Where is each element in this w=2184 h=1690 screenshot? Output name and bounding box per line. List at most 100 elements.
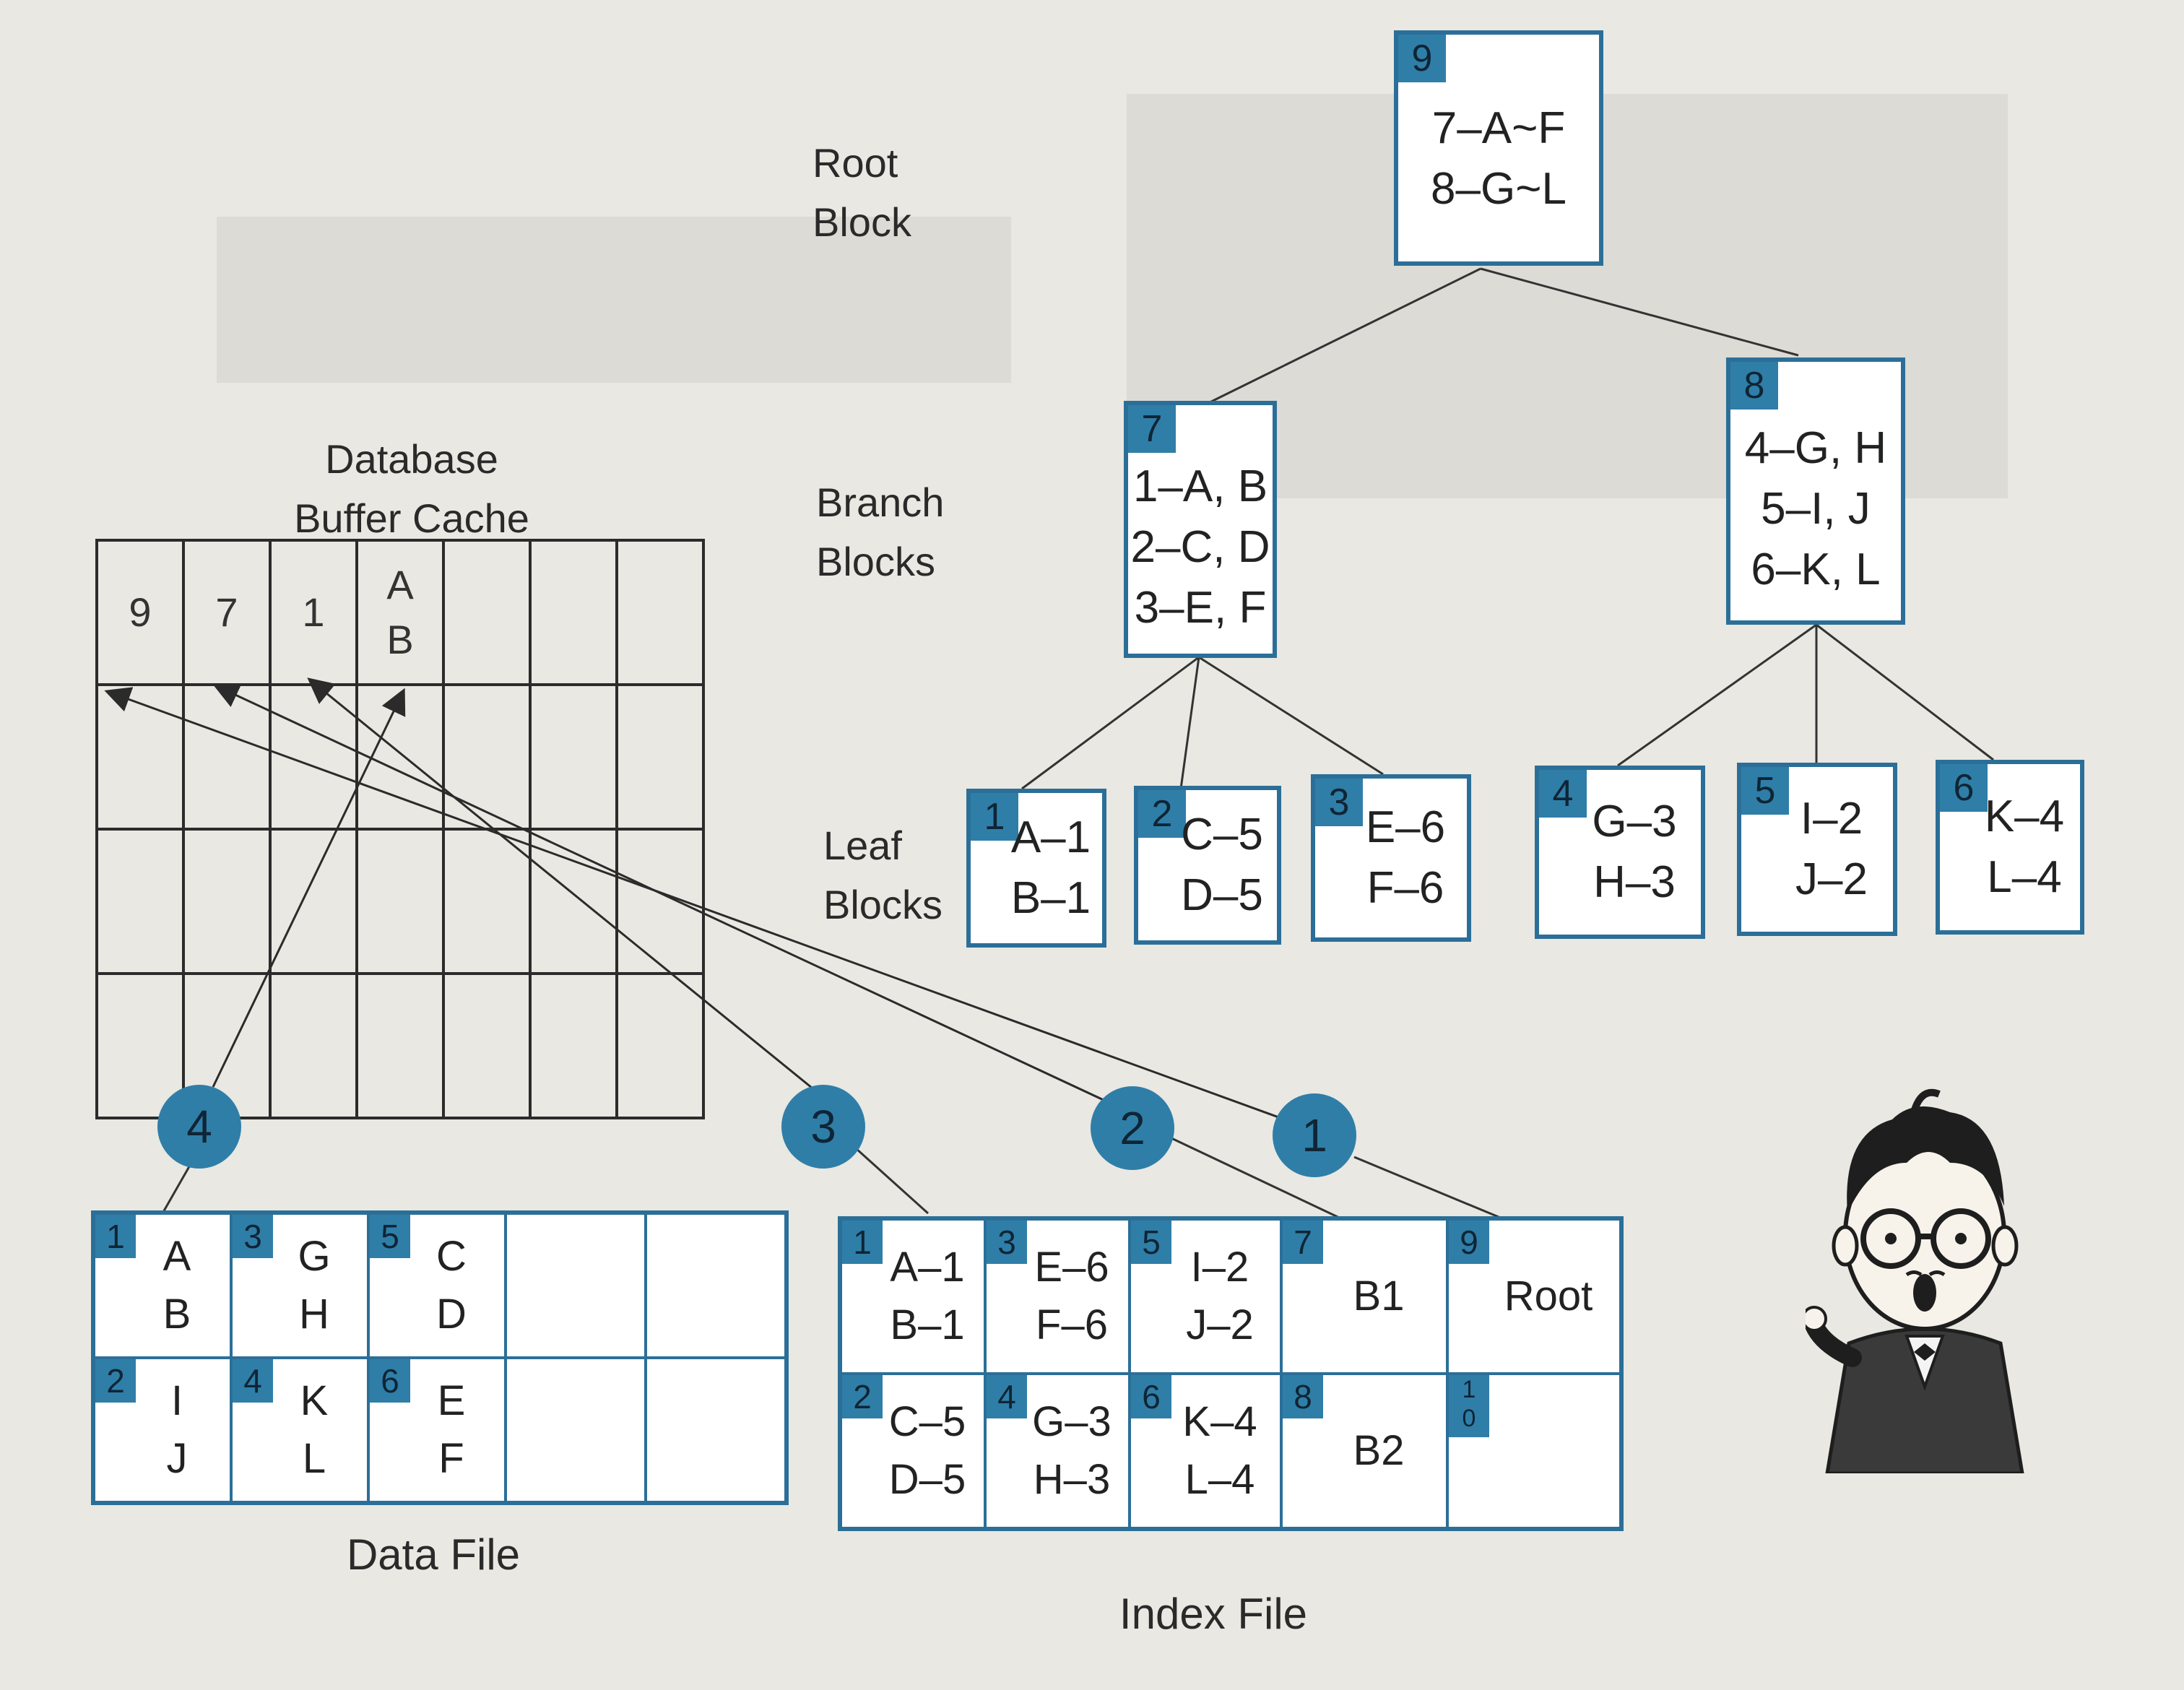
buffer-cache-grid: 9 7 1 A B xyxy=(95,539,705,1119)
cache-cell xyxy=(617,685,703,829)
data-file-cell xyxy=(646,1213,786,1358)
block-number-badge: 1 xyxy=(95,1215,136,1258)
branch-block-8: 8 4–G, H 5–I, J 6–K, L xyxy=(1726,358,1905,625)
leaf-entry: B–1 xyxy=(1011,868,1091,929)
leaf-entry: A–1 xyxy=(1011,807,1091,868)
cache-cell xyxy=(530,540,617,685)
block-number-badge: 4 xyxy=(987,1375,1027,1418)
edge-branch8-leaf4 xyxy=(1618,625,1816,766)
leaf-entry: I–2 xyxy=(1800,789,1863,849)
data-file-cell xyxy=(506,1213,646,1358)
index-file-title: Index File xyxy=(1069,1589,1358,1639)
leaf-block-3: 3 E–6 F–6 xyxy=(1311,774,1471,942)
leaf-entry: G–3 xyxy=(1592,792,1676,852)
leaf-block-5: 5 I–2 J–2 xyxy=(1737,763,1897,936)
cache-cell xyxy=(183,685,270,829)
edge-branch7-leaf3 xyxy=(1199,657,1383,774)
block-number-badge: 2 xyxy=(95,1359,136,1403)
data-file-cell xyxy=(506,1358,646,1503)
leaf-entry: K–4 xyxy=(1985,786,2064,847)
cache-cell xyxy=(617,829,703,974)
root-entry: 7–A~F xyxy=(1432,98,1565,159)
block-number-badge: 8 xyxy=(1283,1375,1323,1418)
edge-root-branch8 xyxy=(1481,269,1798,355)
block-number-badge: 7 xyxy=(1283,1221,1323,1264)
cache-cell xyxy=(443,974,530,1118)
line-step4-data xyxy=(162,1163,191,1213)
cache-cell: 1 xyxy=(270,540,357,685)
cache-cell xyxy=(357,974,443,1118)
edge-root-branch7 xyxy=(1202,269,1481,406)
data-file-cell: 3 GH xyxy=(231,1213,368,1358)
step-2-circle: 2 xyxy=(1091,1086,1174,1170)
block-number-badge: 2 xyxy=(842,1375,883,1418)
edge-branch7-leaf1 xyxy=(1022,657,1199,789)
branch-block-7: 7 1–A, B 2–C, D 3–E, F xyxy=(1124,401,1277,658)
index-file-cell: 7 B1 xyxy=(1281,1218,1447,1374)
leaf-entry: J–2 xyxy=(1795,849,1868,910)
block-number-badge: 6 xyxy=(1131,1375,1171,1418)
block-number-badge: 5 xyxy=(1131,1221,1171,1264)
index-file-cell: 9 Root xyxy=(1447,1218,1621,1374)
branch-entry: 5–I, J xyxy=(1761,479,1871,540)
cache-cell xyxy=(270,829,357,974)
leaf-entry: D–5 xyxy=(1181,865,1263,926)
leaf-entry: L–4 xyxy=(1987,847,2061,908)
block-number-badge: 1 xyxy=(842,1221,883,1264)
block-number-badge: 4 xyxy=(233,1359,273,1403)
cache-cell: 9 xyxy=(97,540,183,685)
cache-cell xyxy=(530,685,617,829)
line-step3-leaf xyxy=(856,1148,928,1213)
cache-cell xyxy=(443,685,530,829)
block-number-badge: 3 xyxy=(233,1215,273,1258)
cache-cell xyxy=(97,685,183,829)
block-number-badge: 5 xyxy=(370,1215,410,1258)
cache-cell xyxy=(443,540,530,685)
step-1-circle: 1 xyxy=(1273,1093,1356,1177)
leaf-block-4: 4 G–3 H–3 xyxy=(1535,766,1705,939)
leaf-entry: E–6 xyxy=(1366,797,1445,858)
step-4-circle: 4 xyxy=(157,1085,241,1169)
presenter-illustration xyxy=(1806,1083,2044,1473)
leaf-block-1: 1 A–1 B–1 xyxy=(966,789,1106,948)
leaf-blocks-label: Leaf Blocks xyxy=(823,816,942,935)
leaf-block-6: 6 K–4 L–4 xyxy=(1936,760,2084,935)
cache-cell: A B xyxy=(357,540,443,685)
branch-entry: 4–G, H xyxy=(1745,418,1886,479)
cache-cell xyxy=(97,829,183,974)
index-file-cell: 8 B2 xyxy=(1281,1374,1447,1529)
block-number-badge: 3 xyxy=(987,1221,1027,1264)
edge-branch7-leaf2 xyxy=(1181,657,1199,789)
root-block: 9 7–A~F 8–G~L xyxy=(1394,30,1603,266)
cache-cell xyxy=(530,974,617,1118)
data-file-cell xyxy=(646,1358,786,1503)
step-3-circle: 3 xyxy=(781,1085,865,1169)
cache-cell xyxy=(270,685,357,829)
leaf-entry: H–3 xyxy=(1593,852,1676,913)
cache-cell xyxy=(530,829,617,974)
root-entry: 8–G~L xyxy=(1431,159,1566,220)
buffer-cache-title: Database Buffer Cache xyxy=(274,430,549,548)
branch-entry: 3–E, F xyxy=(1135,578,1267,638)
branch-entry: 6–K, L xyxy=(1751,540,1880,600)
cache-cell xyxy=(357,685,443,829)
cache-cell xyxy=(617,974,703,1118)
branch-blocks-label: Branch Blocks xyxy=(816,473,944,592)
leaf-entry: C–5 xyxy=(1181,805,1263,865)
block-number-badge: 9 xyxy=(1449,1221,1489,1264)
cache-cell xyxy=(617,540,703,685)
